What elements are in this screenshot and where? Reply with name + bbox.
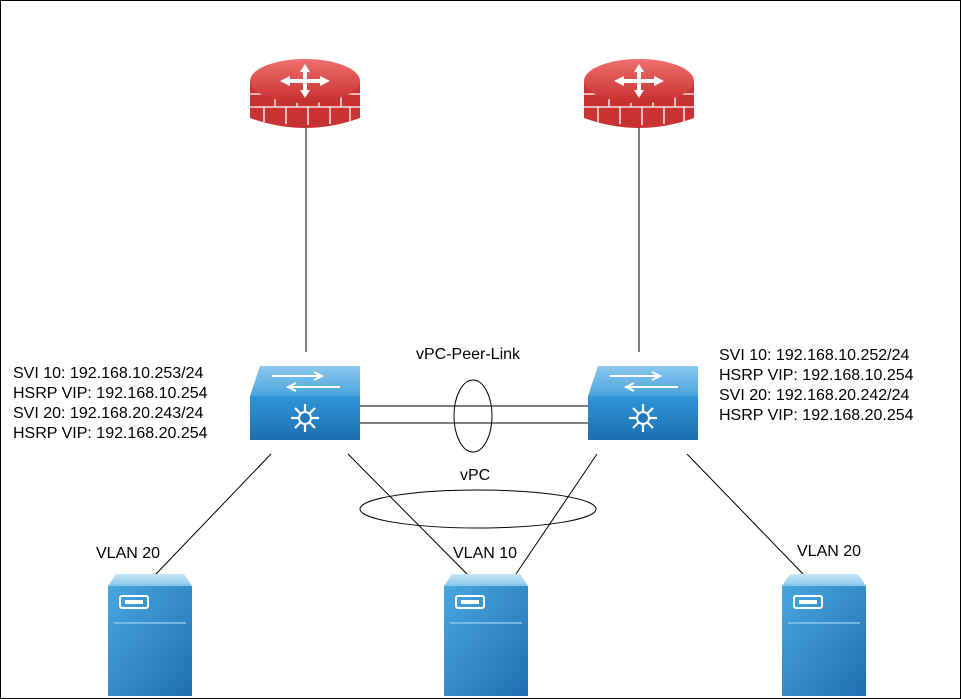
right-hsrp10-line: HSRP VIP: 192.168.10.254 — [719, 367, 914, 384]
left-server-vlan-label: VLAN 20 — [96, 545, 161, 562]
center-server-vlan-label: VLAN 10 — [453, 545, 518, 562]
nexus-switch-icon — [250, 366, 360, 440]
left-hsrp10-line: HSRP VIP: 192.168.10.254 — [13, 385, 208, 402]
peer-link-ellipse — [453, 379, 493, 453]
vpc-label: vPC — [460, 467, 491, 484]
left-switch-to-center-server — [347, 453, 468, 575]
nexus-switch-icon — [588, 366, 698, 440]
right-svi10-line: SVI 10: 192.168.10.252/24 — [719, 347, 910, 364]
right-switch-config: SVI 10: 192.168.10.252/24 HSRP VIP: 192.… — [719, 346, 914, 426]
right-hsrp20-line: HSRP VIP: 192.168.20.254 — [719, 407, 914, 424]
left-switch-config: SVI 10: 192.168.10.253/24 HSRP VIP: 192.… — [13, 364, 208, 444]
right-server-vlan-label: VLAN 20 — [797, 543, 862, 560]
left-switch-to-left-server — [155, 453, 272, 575]
firewall-router-icon — [584, 59, 694, 128]
peer-link-label: vPC-Peer-Link — [416, 346, 521, 363]
right-switch-to-right-server — [686, 453, 804, 575]
left-hsrp20-line: HSRP VIP: 192.168.20.254 — [13, 425, 208, 442]
vpc-ellipse — [359, 489, 597, 529]
server-icon — [444, 574, 528, 696]
right-switch-to-center-server — [515, 453, 598, 575]
left-svi20-line: SVI 20: 192.168.20.243/24 — [13, 405, 204, 422]
left-svi10-line: SVI 10: 192.168.10.253/24 — [13, 365, 204, 382]
connection-lines — [155, 125, 804, 575]
server-icon — [782, 574, 866, 696]
right-svi20-line: SVI 20: 192.168.20.242/24 — [719, 387, 910, 404]
server-icon — [108, 574, 192, 696]
firewall-router-icon — [250, 59, 360, 128]
